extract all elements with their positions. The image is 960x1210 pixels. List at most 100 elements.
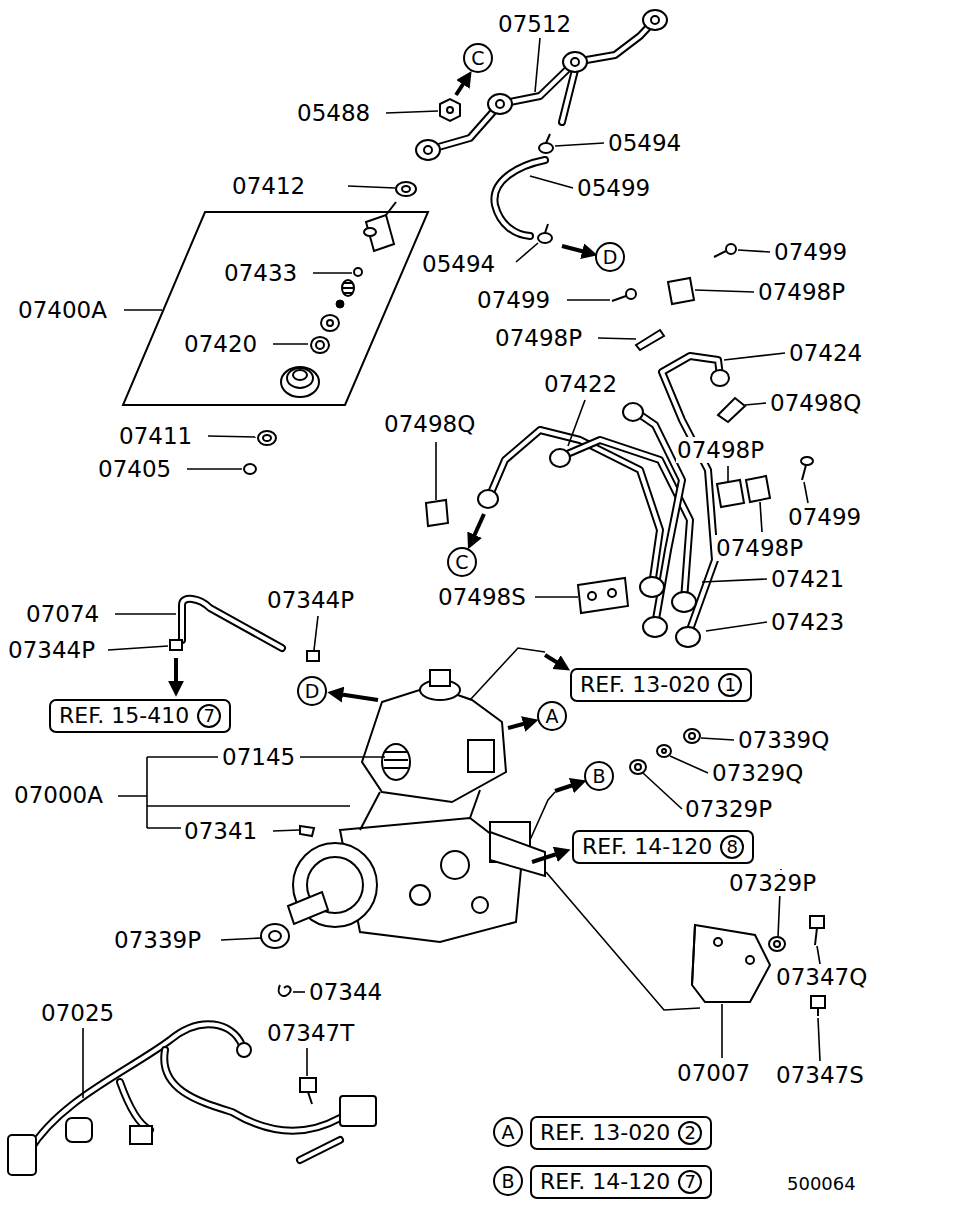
leader-line [273, 343, 308, 345]
leader-line [695, 290, 754, 292]
nut-washer [774, 941, 780, 947]
nut [440, 99, 460, 121]
reference-box: REF. 14-1207 [530, 1165, 712, 1199]
callout-number: 07498P [715, 535, 804, 561]
nut-washer [635, 764, 641, 770]
leader-arrow [470, 514, 484, 545]
callout-number: 07025 [40, 1000, 115, 1026]
callout-number: 07433 [223, 260, 298, 286]
nozzle-kit-frame [123, 212, 428, 405]
callout-number: 07347Q [775, 964, 868, 990]
injection-pipes [640, 577, 664, 597]
leader-arrow [332, 693, 378, 700]
reference-letter: C [455, 552, 468, 572]
callout-number: 07344 [308, 979, 383, 1005]
callout-number: 07498Q [769, 390, 862, 416]
nut-washer [657, 745, 671, 757]
leader-line [293, 991, 305, 993]
leader-line [706, 622, 767, 631]
nozzle-parts [354, 268, 362, 276]
reference-circle: B [584, 761, 614, 791]
leader-arrow [508, 721, 534, 728]
injection-pump [468, 740, 494, 772]
pipe-clip [608, 589, 616, 597]
fuel-return-pipe [562, 70, 575, 122]
callout-number: 07007 [676, 1060, 751, 1086]
bolt [300, 916, 825, 1104]
pipe-clip [668, 278, 694, 304]
callout-number: 07400A [17, 297, 108, 323]
washer [396, 182, 416, 196]
callout-number: 07344P [266, 587, 355, 613]
circled-number: 8 [720, 835, 744, 859]
wiring-harness [300, 1140, 340, 1160]
nut-washer [689, 733, 695, 739]
reference-box: REF. 14-120 8 [572, 830, 754, 864]
callout-number: 05494 [607, 130, 682, 156]
leader-arrow [562, 246, 593, 254]
clip [279, 985, 291, 996]
wiring-harness [164, 1050, 340, 1131]
fuel-return-pipe [496, 100, 504, 108]
leader-line [187, 468, 242, 470]
hose-clamp [539, 143, 553, 153]
leader-line [386, 111, 438, 113]
callout-number: 07000A [13, 782, 104, 808]
clip [279, 985, 291, 996]
nut [447, 107, 453, 113]
leader-line [738, 250, 770, 252]
leader-line [555, 143, 604, 146]
reference-circle: C [463, 43, 493, 73]
hose-clamp [538, 134, 553, 243]
nozzle-parts [281, 367, 319, 397]
injection-pump [470, 790, 480, 818]
reference-text: REF. 15-410 [59, 703, 189, 729]
nut [440, 99, 460, 121]
reference-letter: A [546, 706, 559, 726]
callout-number: 07405 [97, 456, 172, 482]
leader-line [817, 946, 820, 964]
washer [263, 435, 271, 441]
bolt [810, 916, 824, 928]
reference-letter: B [592, 766, 605, 786]
nut-washer [662, 749, 666, 753]
callout-number: 07344P [7, 637, 96, 663]
leader-line [348, 186, 395, 188]
callout-number: 07498P [676, 437, 765, 463]
callout-number: 07412 [231, 173, 306, 199]
leader-arrow [470, 648, 566, 700]
key [300, 826, 314, 836]
bolt [815, 928, 817, 945]
callout-number: 07498P [757, 279, 846, 305]
callout-number: 07512 [497, 11, 572, 37]
bolt [612, 296, 626, 301]
callout-number: 07421 [770, 566, 845, 592]
leader-line [530, 176, 573, 188]
nut-washer [684, 729, 700, 743]
reference-text: REF. 14-120 [582, 834, 712, 860]
leader-arrow [174, 658, 178, 692]
injection-pipes [672, 592, 696, 612]
injection-pipes [643, 617, 667, 637]
leader-line [435, 442, 437, 500]
pipe-clip [718, 398, 745, 422]
nozzle-parts [386, 202, 396, 215]
leader-line [568, 400, 585, 446]
nozzle-parts [343, 292, 353, 294]
injection-pump [430, 670, 450, 686]
nozzle-parts [311, 337, 329, 353]
washer [244, 464, 256, 474]
nozzle-parts [343, 287, 353, 289]
fuel-hose [494, 160, 545, 236]
callout-number: 07498P [494, 325, 583, 351]
leader-line [760, 502, 762, 532]
leader-line [516, 243, 538, 262]
leader-line [745, 403, 766, 405]
leader-line [598, 338, 636, 339]
callout-number: 07339Q [737, 727, 830, 753]
leader-line [82, 1028, 84, 1098]
leader-line [535, 38, 540, 92]
pipe-clip [717, 480, 744, 507]
washer [258, 431, 276, 445]
wiring-harness [8, 1024, 376, 1175]
